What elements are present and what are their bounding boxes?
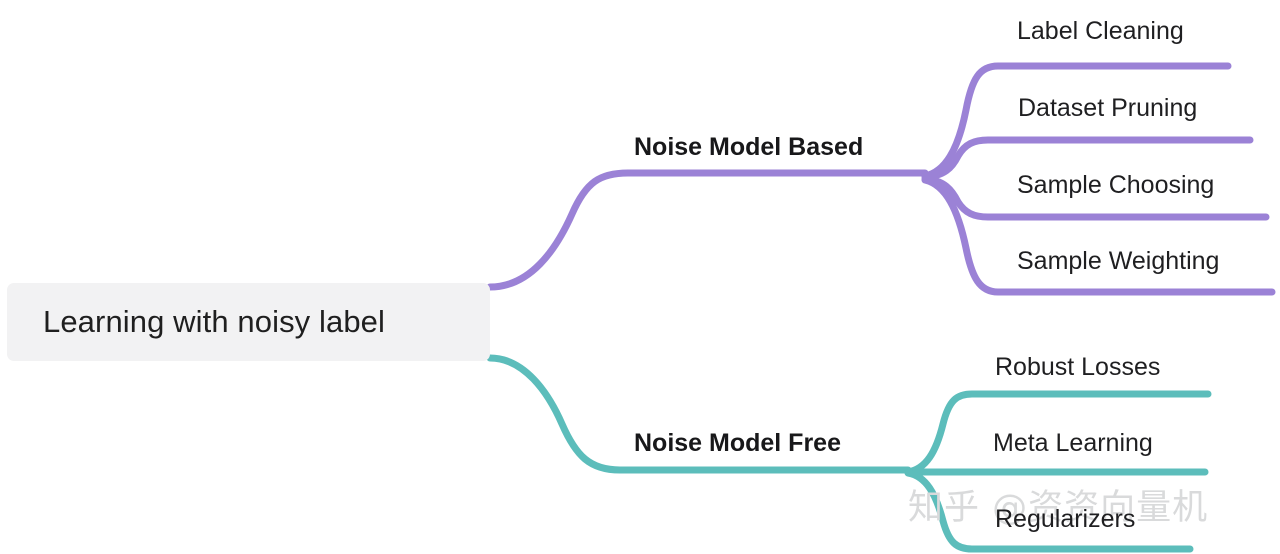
branch-label-noise-model-based[interactable]: Noise Model Based <box>634 133 864 161</box>
leaf-label-regularizers[interactable]: Regularizers <box>995 505 1136 533</box>
leaf-label-sample-choosing[interactable]: Sample Choosing <box>1017 171 1215 199</box>
watermark: 知乎 @资资向量机 <box>908 488 1209 528</box>
leaf-label-label-cleaning[interactable]: Label Cleaning <box>1017 17 1184 45</box>
root-node-label: Learning with noisy label <box>43 304 385 339</box>
leaf-label-dataset-pruning[interactable]: Dataset Pruning <box>1018 94 1198 122</box>
leaf-label-robust-losses[interactable]: Robust Losses <box>995 353 1161 381</box>
connector-root-to-noise-model-based <box>486 169 929 291</box>
leaf-label-meta-learning[interactable]: Meta Learning <box>993 429 1153 457</box>
branch-label-noise-model-free[interactable]: Noise Model Free <box>634 429 841 457</box>
root-node[interactable]: Learning with noisy label <box>7 283 490 361</box>
leaf-label-sample-weighting[interactable]: Sample Weighting <box>1017 247 1220 275</box>
